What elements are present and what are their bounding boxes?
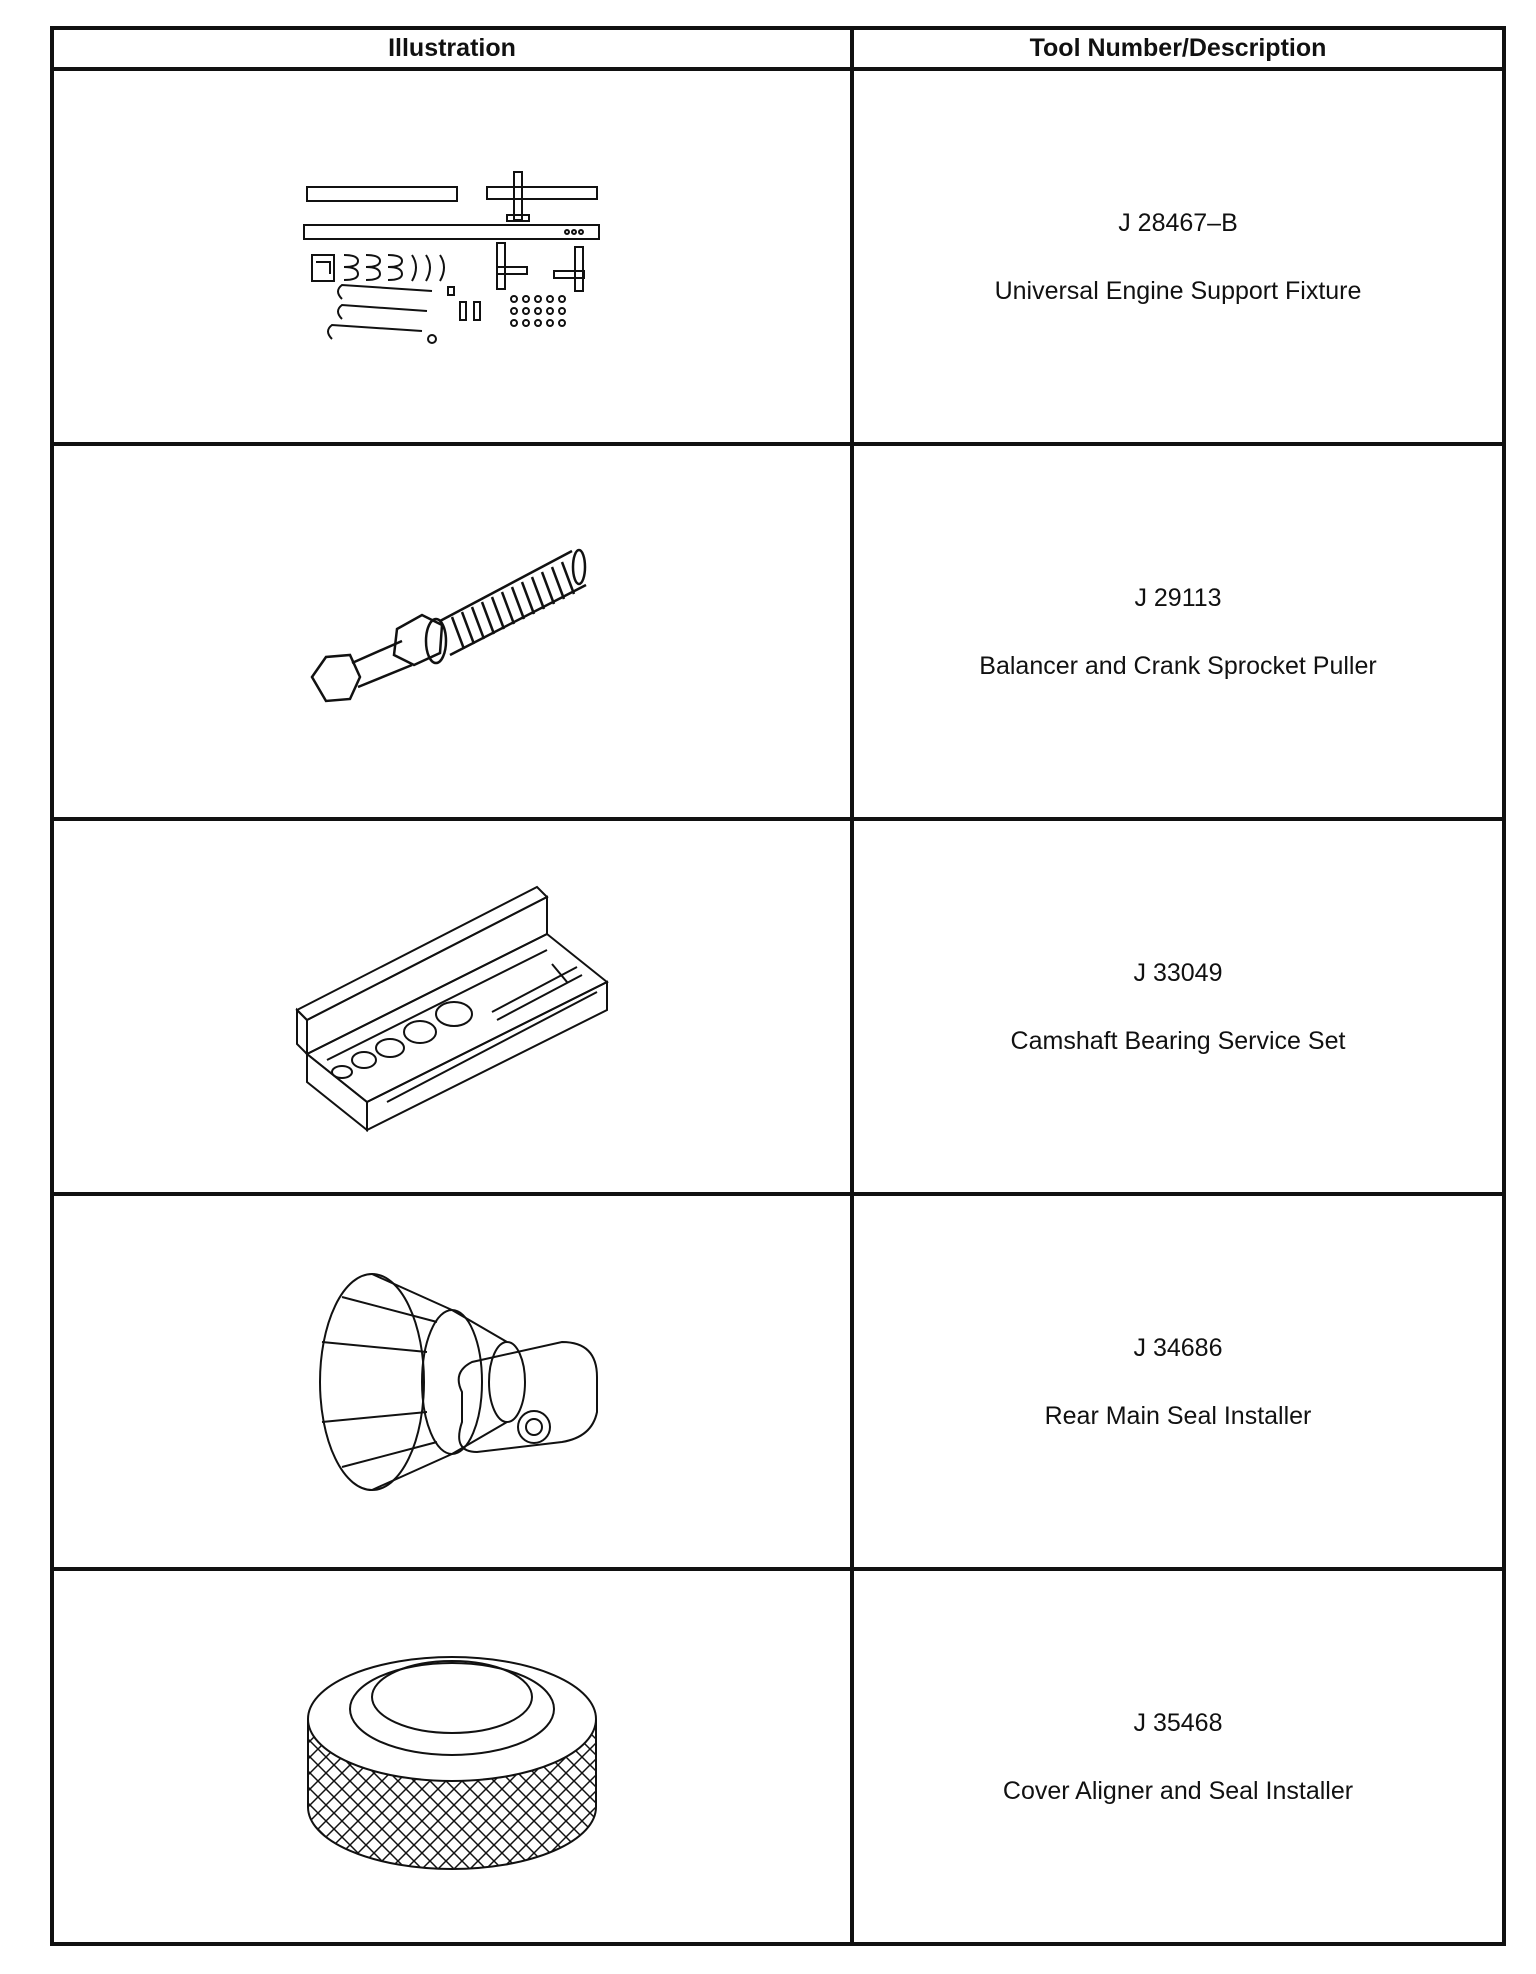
header-tool-number-description: Tool Number/Description — [850, 26, 1506, 71]
tool-cell: J 28467–B Universal Engine Support Fixtu… — [850, 67, 1506, 446]
illustration-cell — [50, 1192, 854, 1571]
tool-cell: J 33049 Camshaft Bearing Service Set — [850, 817, 1506, 1196]
tool-cell: J 34686 Rear Main Seal Installer — [850, 1192, 1506, 1571]
header-row: Illustration Tool Number/Description — [50, 26, 1506, 71]
table-row: J 28467–B Universal Engine Support Fixtu… — [50, 67, 1506, 446]
table-row: J 33049 Camshaft Bearing Service Set — [50, 817, 1506, 1196]
engine-support-fixture-icon — [302, 167, 602, 347]
tool-number: J 35468 — [1133, 1708, 1223, 1737]
tool-number: J 34686 — [1133, 1333, 1223, 1362]
special-tools-table: Illustration Tool Number/Description — [50, 26, 1506, 1946]
tool-number: J 33049 — [1133, 958, 1223, 987]
tool-number: J 29113 — [1134, 583, 1222, 612]
tool-cell: J 29113 Balancer and Crank Sprocket Pull… — [850, 442, 1506, 821]
tool-description: Universal Engine Support Fixture — [994, 276, 1362, 305]
seal-installer-icon — [302, 1262, 602, 1502]
bearing-set-case-icon — [292, 882, 612, 1132]
illustration-cell — [50, 817, 854, 1196]
knurled-aligner-icon — [302, 1637, 602, 1877]
tool-description: Cover Aligner and Seal Installer — [1002, 1776, 1354, 1805]
illustration-cell — [50, 67, 854, 446]
tool-description: Camshaft Bearing Service Set — [1010, 1026, 1346, 1055]
tool-description: Balancer and Crank Sprocket Puller — [979, 651, 1377, 680]
illustration-cell — [50, 1567, 854, 1946]
sprocket-puller-bolt-icon — [302, 537, 602, 727]
table-row: J 34686 Rear Main Seal Installer — [50, 1192, 1506, 1571]
table-row: J 29113 Balancer and Crank Sprocket Pull… — [50, 442, 1506, 821]
tool-cell: J 35468 Cover Aligner and Seal Installer — [850, 1567, 1506, 1946]
illustration-cell — [50, 442, 854, 821]
tool-description: Rear Main Seal Installer — [1044, 1401, 1312, 1430]
tool-number: J 28467–B — [1118, 208, 1238, 237]
header-illustration: Illustration — [50, 26, 854, 71]
table-row: J 35468 Cover Aligner and Seal Installer — [50, 1567, 1506, 1946]
